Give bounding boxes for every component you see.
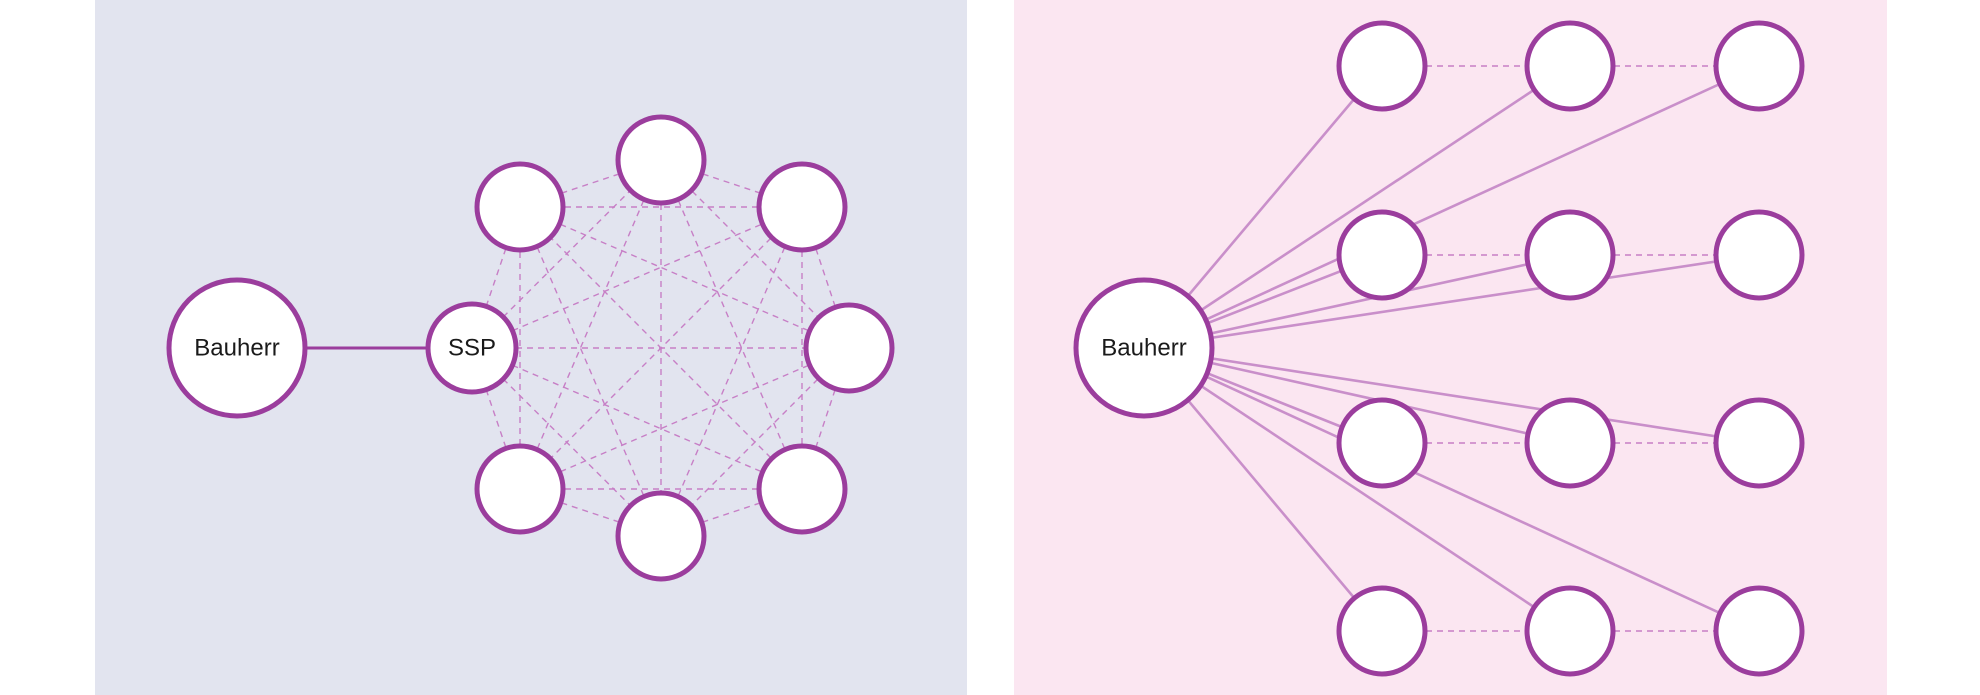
contract-link	[1143, 64, 1760, 350]
contractor-node-r3c3	[1713, 397, 1805, 489]
team-node-7	[474, 161, 566, 253]
contract-link	[1143, 346, 1760, 445]
contractor-node-r2c1	[1336, 209, 1428, 301]
ssp-node	[425, 301, 519, 395]
dashed-link	[519, 206, 803, 490]
team-node-3	[803, 302, 895, 394]
contract-link	[1143, 64, 1571, 350]
contractor-node-r4c1	[1336, 585, 1428, 677]
team-node-6	[474, 443, 566, 535]
team-node-2	[756, 161, 848, 253]
ssp-network-diagram: Bauherr SSP	[95, 0, 967, 695]
dashed-link	[519, 159, 662, 490]
dashed-link	[519, 206, 662, 537]
contractor-node-r2c3	[1713, 209, 1805, 301]
bauherr-label-left: Bauherr	[194, 335, 279, 362]
contractor-node-r3c1	[1336, 397, 1428, 489]
contract-link	[1143, 253, 1571, 350]
contractor-node-r3c2	[1524, 397, 1616, 489]
team-node-1	[615, 114, 707, 206]
dashed-link	[660, 159, 803, 490]
contract-link	[1143, 253, 1760, 350]
contractor-node-r1c2	[1524, 20, 1616, 112]
contractor-node-r4c3	[1713, 585, 1805, 677]
right-diagram-panel: Bauherr	[1014, 0, 1887, 695]
dashed-link	[471, 347, 803, 490]
dashed-link	[519, 206, 850, 349]
team-node-5	[615, 490, 707, 582]
contract-link	[1143, 346, 1760, 633]
direct-contract-diagram: Bauherr	[1014, 0, 1887, 695]
team-node-4	[756, 443, 848, 535]
dashed-link	[471, 206, 803, 349]
ssp-label: SSP	[448, 335, 496, 362]
contractor-node-r1c1	[1336, 20, 1428, 112]
bauherr-node	[1073, 277, 1215, 419]
left-diagram-panel: Bauherr SSP	[95, 0, 967, 695]
bauherr-label-right: Bauherr	[1101, 335, 1186, 362]
contractor-node-r2c2	[1524, 209, 1616, 301]
contract-link	[1143, 346, 1571, 633]
contract-link	[1143, 346, 1571, 445]
contractor-node-r4c2	[1524, 585, 1616, 677]
bauherr-node	[166, 277, 308, 419]
contractor-node-r1c3	[1713, 20, 1805, 112]
dashed-link	[660, 206, 803, 537]
dashed-link	[519, 347, 850, 490]
